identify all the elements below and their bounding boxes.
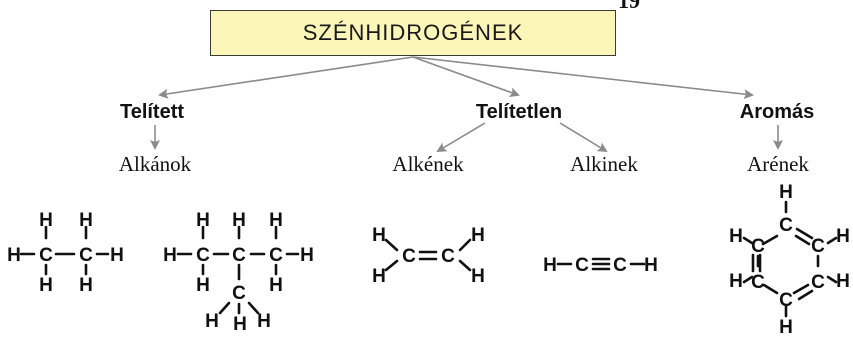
atom-h: H (196, 275, 210, 296)
atom-h: H (233, 314, 247, 335)
atom-c: C (575, 255, 589, 276)
atom-c: C (232, 245, 246, 266)
atom-h: H (205, 311, 219, 332)
atom-h: H (39, 275, 53, 296)
atom-h: H (39, 210, 53, 231)
arrow-root-to-aromas (412, 56, 754, 100)
atom-h: H (372, 266, 386, 287)
category-telitetlen: Telítetlen (475, 101, 563, 123)
atom-h: H (79, 275, 93, 296)
atom-c: C (402, 246, 416, 267)
atom-h: H (257, 311, 271, 332)
atom-h: H (163, 245, 177, 266)
atom-c: C (751, 272, 765, 293)
atom-h: H (729, 226, 743, 247)
atom-h: H (110, 245, 124, 266)
arrow-root-to-telitett (158, 56, 414, 99)
arrow-root-to-telitetlen (412, 56, 520, 97)
subcategory-alkenek: Alkének (392, 152, 464, 176)
atom-h: H (269, 210, 283, 231)
atom-c: C (613, 255, 627, 276)
root-node-label: SZÉNHIDROGÉNEK (302, 20, 524, 45)
atom-h: H (196, 210, 210, 231)
atom-c: C (196, 245, 210, 266)
atom-h: H (779, 182, 793, 203)
atom-h: H (471, 266, 485, 287)
atom-h: H (543, 255, 557, 276)
atom-c: C (811, 272, 825, 293)
atom-h: H (836, 226, 850, 247)
atom-c: C (751, 236, 765, 257)
atom-c: C (232, 283, 246, 304)
atom-h: H (836, 271, 850, 292)
atom-h: H (471, 225, 485, 246)
subcategory-alkanok: Alkánok (118, 152, 192, 176)
atom-h: H (269, 275, 283, 296)
atom-h: H (232, 210, 246, 231)
atom-c: C (779, 290, 793, 311)
atom-h: H (300, 245, 314, 266)
root-node-box: SZÉNHIDROGÉNEK (210, 10, 616, 56)
page-number: 19 (618, 0, 640, 13)
atom-c: C (811, 236, 825, 257)
subcategory-alkinek: Alkinek (570, 152, 638, 176)
atom-h: H (779, 317, 793, 337)
atom-h: H (372, 225, 386, 246)
atom-h: H (7, 245, 21, 266)
atom-c: C (79, 245, 93, 266)
category-aromas: Aromás (739, 101, 815, 123)
atom-h: H (729, 271, 743, 292)
atom-c: C (269, 245, 283, 266)
category-telitett: Telített (119, 101, 185, 123)
atom-c: C (779, 215, 793, 236)
arrow-telitetlen-to-alkenek (436, 122, 486, 153)
atom-c: C (441, 246, 455, 267)
subcategory-arenek: Arének (747, 152, 809, 176)
atom-h: H (79, 210, 93, 231)
atom-c: C (39, 245, 53, 266)
arrow-telitetlen-to-alkinek (559, 122, 608, 153)
atom-h: H (644, 255, 658, 276)
